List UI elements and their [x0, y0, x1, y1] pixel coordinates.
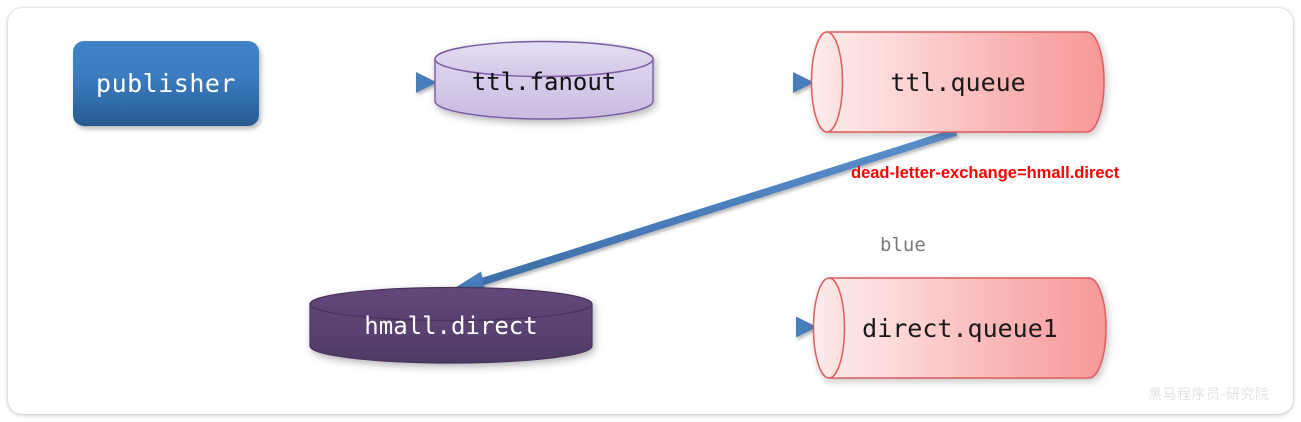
node-publisher-label: publisher	[96, 69, 236, 98]
annotation-routing-key-blue: blue	[880, 234, 926, 256]
node-publisher[interactable]: publisher	[73, 41, 259, 126]
node-direct-queue1[interactable]: direct.queue1	[812, 275, 1108, 381]
ttl-fanout-shape	[434, 40, 654, 120]
node-hmall-direct[interactable]: hmall.direct	[308, 286, 594, 366]
ttl-queue-shape	[810, 31, 1105, 133]
node-ttl-fanout[interactable]: ttl.fanout	[433, 40, 655, 120]
watermark: 黑马程序员-研究院	[1148, 387, 1270, 403]
node-ttl-queue[interactable]: ttl.queue	[810, 29, 1106, 135]
annotation-dead-letter-exchange: dead-letter-exchange=hmall.direct	[851, 164, 1120, 182]
direct-queue1-shape	[812, 277, 1107, 379]
hmall-direct-shape	[309, 286, 593, 364]
